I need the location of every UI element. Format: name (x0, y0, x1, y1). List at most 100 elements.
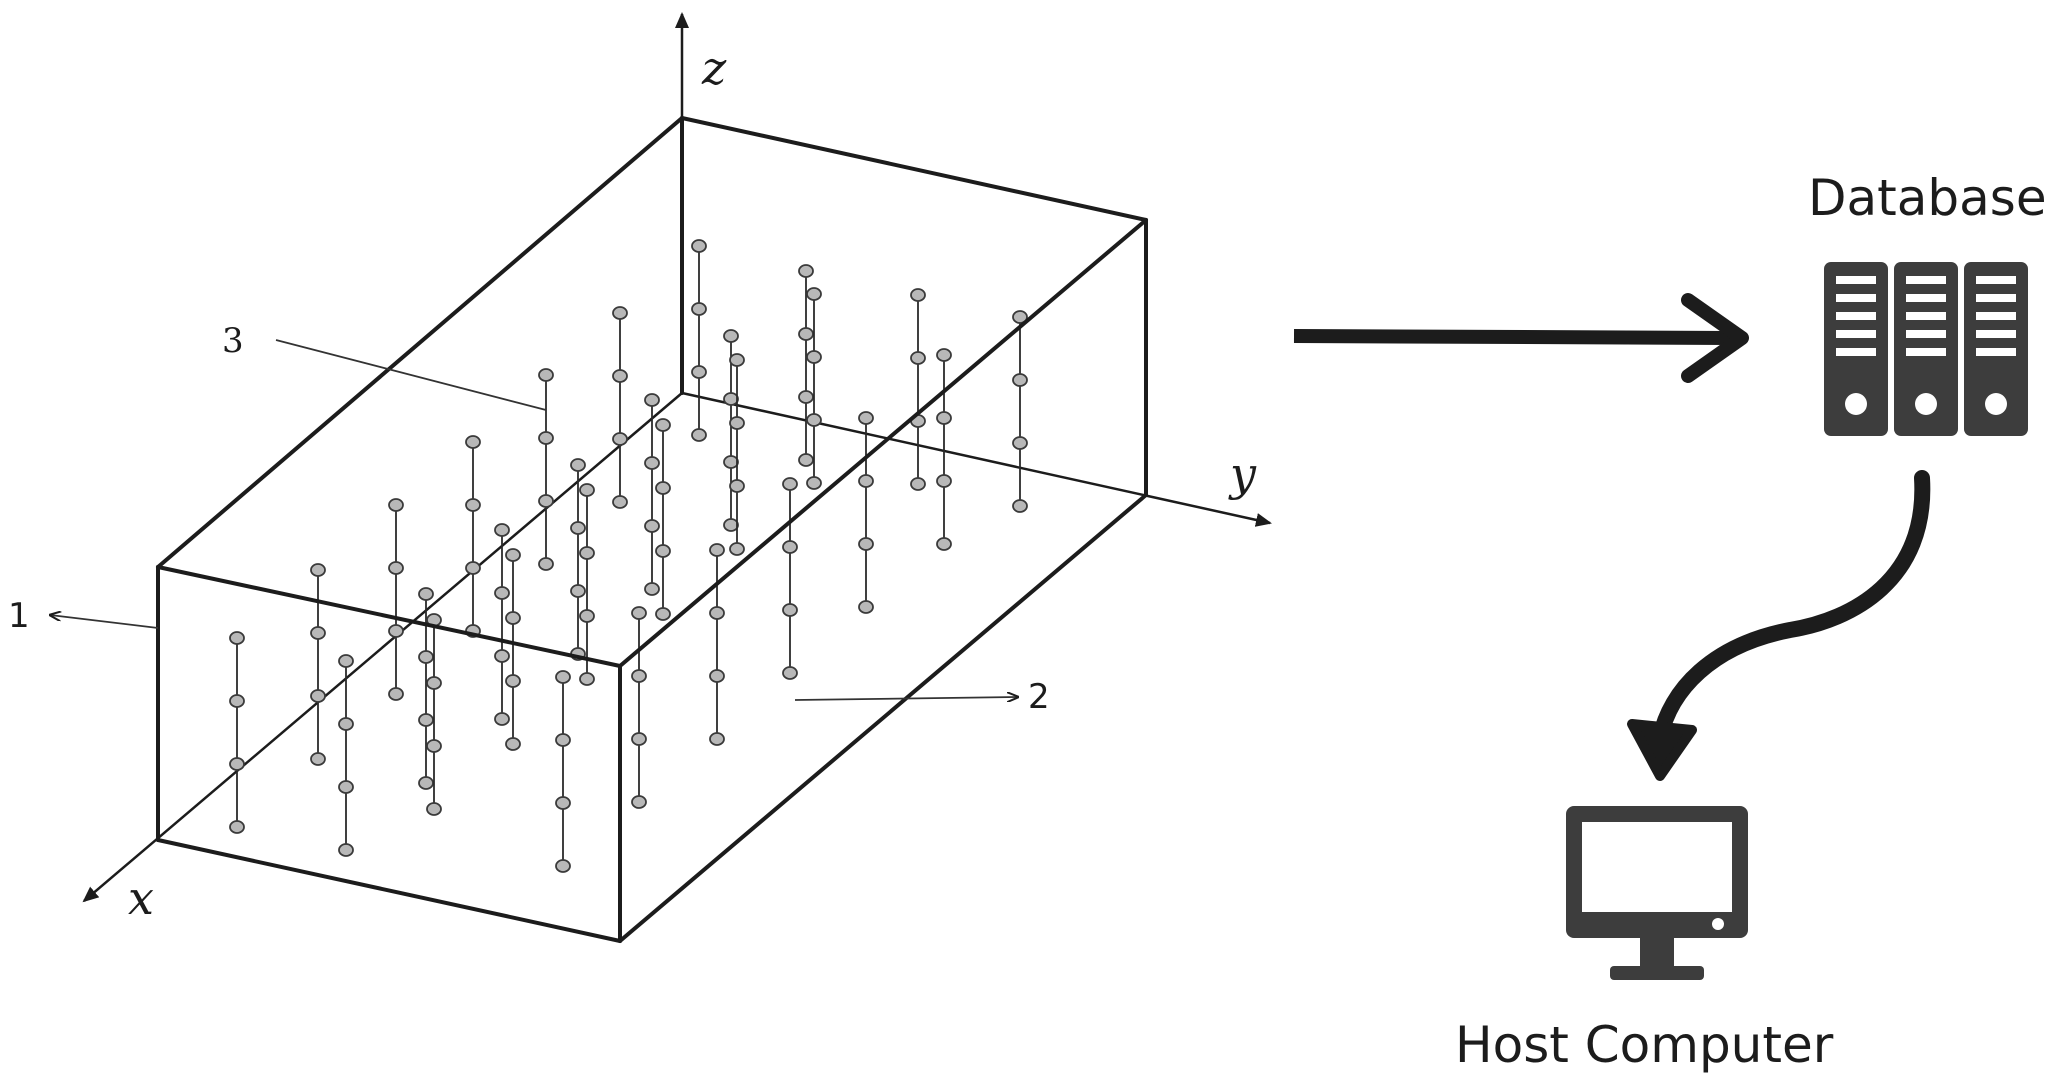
data-flow-arrow (1293, 293, 1749, 383)
sensor-node (494, 712, 510, 726)
sensor-node (426, 802, 442, 816)
sensor-node (798, 327, 814, 341)
sensor-node (644, 582, 660, 596)
server-slot (1976, 348, 2016, 356)
sensor-node (631, 606, 647, 620)
sensor-node (729, 542, 745, 556)
sensor-node (229, 757, 245, 771)
sensor-node (494, 649, 510, 663)
sensor-node (655, 481, 671, 495)
sensor-node (1012, 310, 1028, 324)
server-slot (1976, 312, 2016, 320)
x-axis (82, 392, 683, 903)
sensor-node (310, 752, 326, 766)
sensor-node (465, 435, 481, 449)
sensor-node (729, 416, 745, 430)
sensor-node (505, 611, 521, 625)
sensor-node (418, 650, 434, 664)
server-slot (1906, 276, 1946, 284)
sensor-node (644, 456, 660, 470)
sensor-node (858, 537, 874, 551)
y-axis-label: y (1228, 447, 1257, 501)
server-disk (1985, 393, 2007, 415)
sensor-node (388, 624, 404, 638)
sensor-node (612, 495, 628, 509)
server-slot (1976, 276, 2016, 284)
sensor-node (723, 329, 739, 343)
sensor-node (631, 795, 647, 809)
sensor-node (936, 411, 952, 425)
sensor-node (388, 561, 404, 575)
sensor-node (709, 669, 725, 683)
sensor-node (655, 418, 671, 432)
sensor-node (806, 287, 822, 301)
callout-3: 3 (222, 321, 547, 411)
sensor-node (579, 609, 595, 623)
sensor-node (798, 264, 814, 278)
sensor-node (338, 843, 354, 857)
sensor-node (494, 523, 510, 537)
server-slot (1906, 294, 1946, 302)
sensor-node (579, 483, 595, 497)
sensor-node (729, 479, 745, 493)
server-slot (1976, 330, 2016, 338)
server-slot (1836, 294, 1876, 302)
sensor-node (655, 544, 671, 558)
sensor-node (655, 607, 671, 621)
monitor-icon (1566, 806, 1748, 980)
sensor-node (505, 737, 521, 751)
sensor-node (709, 732, 725, 746)
sensor-node (555, 859, 571, 873)
sensor-node (691, 302, 707, 316)
sensor-node (338, 654, 354, 668)
sensor-node (418, 713, 434, 727)
sensor-node (570, 584, 586, 598)
sensor-node (709, 543, 725, 557)
sensor-node (798, 390, 814, 404)
database-label: Database (1808, 169, 2047, 227)
sensor-node (798, 453, 814, 467)
sensor-node (426, 676, 442, 690)
sensor-node (910, 351, 926, 365)
sensor-node (936, 348, 952, 362)
sensor-node (505, 548, 521, 562)
server-slot (1976, 294, 2016, 302)
sensor-node (1012, 373, 1028, 387)
sensor-node (418, 587, 434, 601)
sensor-node (631, 732, 647, 746)
sensor-node (505, 674, 521, 688)
sensor-node (723, 518, 739, 532)
sensor-node (858, 474, 874, 488)
sensor-node (782, 666, 798, 680)
sensor-node (538, 494, 554, 508)
sensor-node (426, 739, 442, 753)
sensor-node (858, 411, 874, 425)
sensor-node (858, 600, 874, 614)
sensor-node (538, 431, 554, 445)
sensor-node (612, 369, 628, 383)
box-front-edges (156, 218, 1148, 943)
sensor-node (631, 669, 647, 683)
sensor-node (538, 368, 554, 382)
sensor-node (555, 796, 571, 810)
callout-1-label: 1 (8, 596, 30, 636)
sensor-node (579, 546, 595, 560)
sensor-node (691, 365, 707, 379)
sensor-node (465, 561, 481, 575)
sensor-node (570, 521, 586, 535)
server-slot (1836, 312, 1876, 320)
y-axis (681, 391, 1272, 527)
sensor-node (612, 306, 628, 320)
sensor-node (910, 288, 926, 302)
sensor-node (723, 392, 739, 406)
host-computer-label: Host Computer (1455, 1016, 1834, 1074)
callout-2: 2 (794, 677, 1050, 717)
sensor-node (644, 393, 660, 407)
x-axis-label: x (128, 871, 154, 925)
server-rack-icon (1824, 262, 2028, 436)
server-disk (1845, 393, 1867, 415)
sensor-node (494, 586, 510, 600)
sensor-node (806, 476, 822, 490)
sensor-node (338, 780, 354, 794)
server-slot (1906, 312, 1946, 320)
